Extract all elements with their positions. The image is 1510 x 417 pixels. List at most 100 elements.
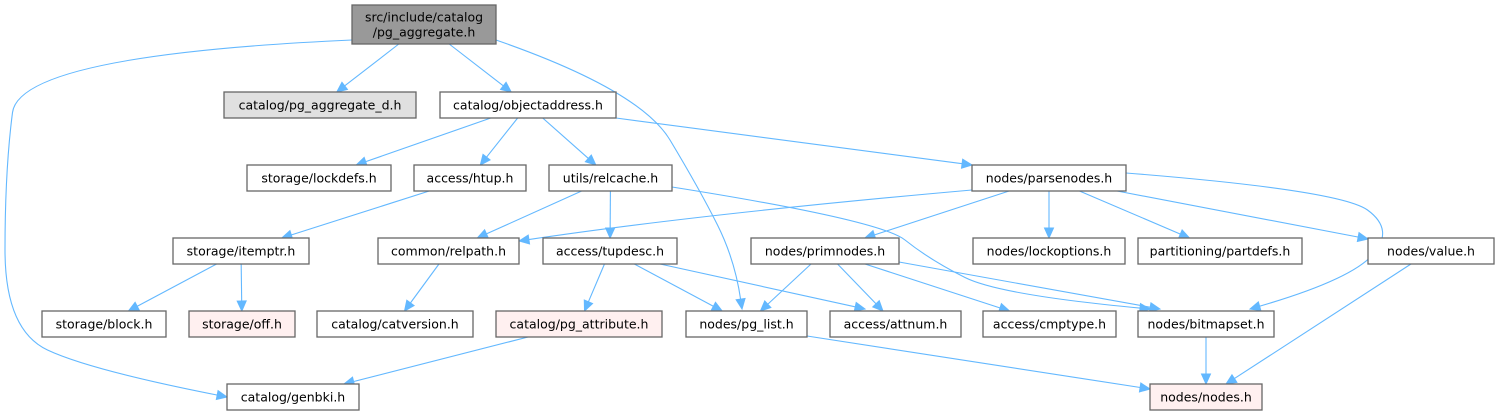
arrowhead-icon — [853, 301, 867, 312]
node-box — [1149, 383, 1263, 411]
node-itemptr[interactable]: storage/itemptr.h — [172, 237, 310, 265]
node-relpath[interactable]: common/relpath.h — [377, 237, 520, 265]
edge-line — [615, 117, 964, 165]
arrowhead-icon — [215, 389, 229, 401]
node-pg-aggregate-d[interactable]: catalog/pg_aggregate_d.h — [223, 91, 417, 119]
node-label: nodes/parsenodes.h — [986, 171, 1112, 186]
node-box — [750, 237, 900, 265]
node-block[interactable]: storage/block.h — [41, 310, 167, 338]
node-box — [188, 310, 296, 338]
edge-htup-to-itemptr — [280, 190, 430, 240]
arrowhead-icon — [335, 81, 349, 93]
node-label: catalog/pg_aggregate_d.h — [239, 98, 402, 113]
node-box — [226, 383, 360, 411]
node-box — [542, 237, 678, 265]
arrowhead-icon — [1148, 301, 1162, 313]
edge-line — [634, 263, 715, 308]
edge-tupdesc-to-attnum — [659, 263, 867, 312]
node-pg-attribute[interactable]: catalog/pg_attribute.h — [495, 310, 663, 338]
node-off[interactable]: storage/off.h — [188, 310, 296, 338]
edge-line — [898, 261, 1152, 308]
arrowhead-icon — [871, 299, 884, 312]
node-catversion[interactable]: catalog/catversion.h — [316, 310, 474, 338]
edge-primnodes-to-cmptype — [864, 263, 1011, 313]
edge-objectaddress-to-parsenodes — [615, 117, 974, 169]
edge-line — [290, 190, 430, 236]
node-objectaddress[interactable]: catalog/objectaddress.h — [439, 91, 617, 119]
node-box — [246, 164, 392, 192]
node-box — [972, 237, 1126, 265]
node-relcache[interactable]: utils/relcache.h — [548, 164, 673, 192]
node-bitmapset[interactable]: nodes/bitmapset.h — [1137, 310, 1275, 338]
edge-line — [671, 186, 1142, 309]
node-value[interactable]: nodes/value.h — [1367, 237, 1495, 265]
edge-objectaddress-to-htup — [479, 117, 519, 166]
arrowhead-icon — [127, 301, 141, 312]
node-box — [982, 310, 1117, 338]
node-lockoptions[interactable]: nodes/lockoptions.h — [972, 237, 1126, 265]
edge-pg_list-to-nodes — [806, 335, 1152, 393]
edge-objectaddress-to-relcache — [542, 117, 597, 166]
node-box — [413, 164, 527, 192]
node-label: partitioning/partdefs.h — [1150, 244, 1291, 259]
node-label: nodes/nodes.h — [1160, 390, 1252, 405]
node-label: storage/itemptr.h — [187, 244, 296, 259]
node-box — [495, 310, 663, 338]
edge-line — [4, 39, 353, 396]
edge-root-to-objectaddress — [448, 43, 513, 93]
edge-primnodes-to-attnum — [837, 263, 884, 312]
arrowhead-icon — [517, 234, 531, 245]
node-label: access/tupdesc.h — [556, 244, 664, 259]
node-label: common/relpath.h — [391, 244, 506, 259]
arrowhead-icon — [1248, 301, 1262, 312]
node-parsenodes[interactable]: nodes/parsenodes.h — [971, 164, 1127, 192]
node-box — [377, 237, 520, 265]
edge-line — [766, 263, 812, 306]
edge-line — [587, 263, 605, 303]
arrowhead-icon — [479, 153, 491, 166]
edge-line — [343, 43, 400, 87]
arrowhead-icon — [710, 301, 724, 312]
node-label: storage/block.h — [56, 317, 153, 332]
edge-line — [1233, 263, 1412, 380]
node-partdefs[interactable]: partitioning/partdefs.h — [1137, 237, 1303, 265]
node-box — [439, 91, 617, 119]
node-htup[interactable]: access/htup.h — [413, 164, 527, 192]
node-attnum[interactable]: access/attnum.h — [829, 310, 962, 338]
node-label: nodes/value.h — [1387, 244, 1475, 259]
edge-line — [806, 335, 1142, 389]
node-box — [1137, 310, 1275, 338]
edge-line — [409, 263, 440, 305]
node-primnodes[interactable]: nodes/primnodes.h — [750, 237, 900, 265]
edge-pg_attribute-to-genbki — [342, 336, 529, 387]
node-tupdesc[interactable]: access/tupdesc.h — [542, 237, 678, 265]
arrowhead-icon — [1356, 231, 1370, 243]
edge-itemptr-to-block — [127, 263, 217, 312]
node-box — [351, 4, 497, 45]
edge-root-to-pg_aggregate_d — [335, 43, 400, 93]
node-box — [41, 310, 167, 338]
arrowhead-icon — [583, 299, 594, 313]
node-label: nodes/lockoptions.h — [987, 244, 1112, 259]
node-box — [1367, 237, 1495, 265]
node-pg-list[interactable]: nodes/pg_list.h — [685, 310, 808, 338]
edge-primnodes-to-pg_list — [759, 263, 812, 312]
node-box — [223, 91, 417, 119]
edge-itemptr-to-off — [236, 263, 247, 313]
edge-line — [364, 117, 491, 163]
edge-tupdesc-to-pg_list — [634, 263, 724, 312]
edge-line — [837, 263, 878, 305]
edge-line — [527, 189, 973, 241]
node-genbki[interactable]: catalog/genbki.h — [226, 383, 360, 411]
arrowhead-icon — [476, 228, 490, 239]
edge-bitmapset-to-nodes — [1200, 337, 1212, 386]
arrowhead-icon — [236, 300, 247, 313]
node-label: catalog/genbki.h — [241, 390, 345, 405]
node-nodes[interactable]: nodes/nodes.h — [1149, 383, 1263, 411]
node-cmptype[interactable]: access/cmptype.h — [982, 310, 1117, 338]
node-lockdefs[interactable]: storage/lockdefs.h — [246, 164, 392, 192]
node-label: nodes/pg_list.h — [699, 317, 793, 332]
node-box — [172, 237, 310, 265]
arrowhead-icon — [1225, 373, 1238, 385]
edge-primnodes-to-bitmapset — [898, 261, 1162, 313]
